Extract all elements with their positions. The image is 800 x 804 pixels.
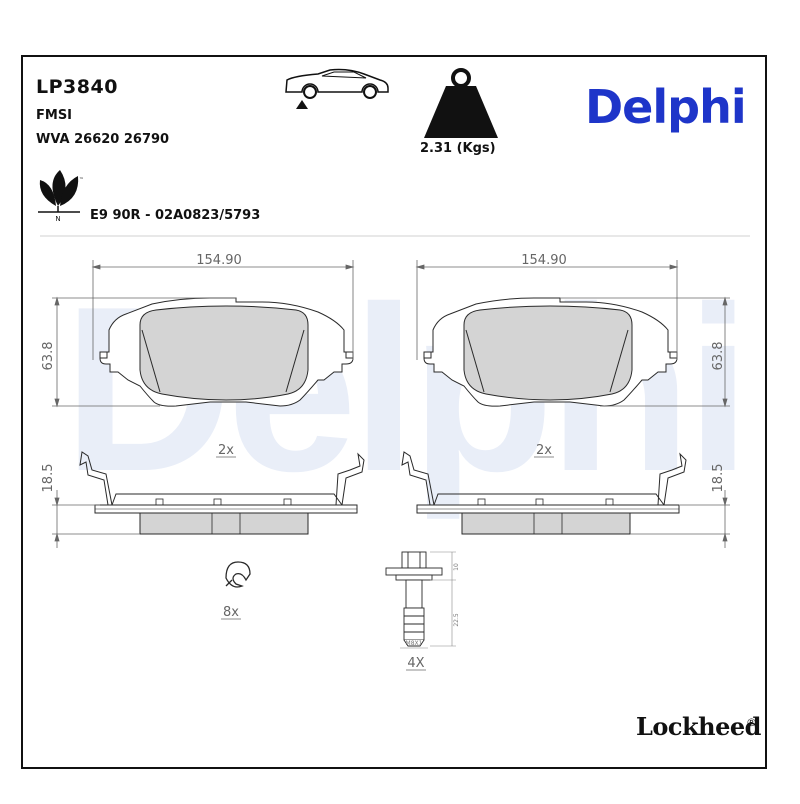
bolt-head-label: 10	[453, 563, 460, 571]
clip-quantity: 8x	[223, 605, 239, 620]
thickness-dimension-left	[52, 490, 140, 548]
part-number: LP3840	[36, 76, 118, 98]
eco-leaf-letter: N	[55, 215, 60, 223]
eco-tm: ™	[79, 177, 84, 183]
width-label-right: 154.90	[521, 253, 567, 268]
eco-leaf-icon: N ™	[38, 170, 84, 223]
fmsi-label: FMSI	[36, 108, 73, 123]
bolt-thread-label: M8X1	[406, 640, 423, 647]
retaining-clip-icon	[225, 561, 251, 588]
width-label-left: 154.90	[196, 253, 242, 268]
weight-icon	[424, 68, 498, 138]
height-label-left: 63.8	[41, 342, 56, 371]
lockheed-logo: Lockheed	[636, 712, 761, 741]
height-dimension-left	[52, 296, 236, 408]
width-dimension-right	[415, 260, 679, 360]
bolt-icon	[385, 551, 443, 647]
car-lift-icon	[285, 68, 389, 109]
weight-label: 2.31 (Kgs)	[420, 141, 496, 156]
height-dimension-right	[560, 296, 730, 408]
bolt-length-label: 22.5	[453, 613, 460, 627]
bolt-dimensions	[400, 551, 456, 649]
sheet-frame	[21, 55, 767, 769]
pad-quantity-right: 2x	[536, 443, 552, 458]
width-dimension-left	[91, 260, 355, 360]
registered-mark: ®	[746, 716, 757, 729]
thickness-dimension-right	[630, 490, 730, 548]
approval-code: E9 90R - 02A0823/5793	[90, 208, 261, 223]
delphi-logo: Delphi	[585, 80, 747, 134]
bolt-quantity: 4X	[407, 656, 424, 671]
pad-quantity-left: 2x	[218, 443, 234, 458]
height-label-right: 63.8	[711, 342, 726, 371]
thickness-label-right: 18.5	[711, 464, 726, 493]
thickness-label-left: 18.5	[41, 464, 56, 493]
wva-label: WVA 26620 26790	[36, 132, 170, 147]
